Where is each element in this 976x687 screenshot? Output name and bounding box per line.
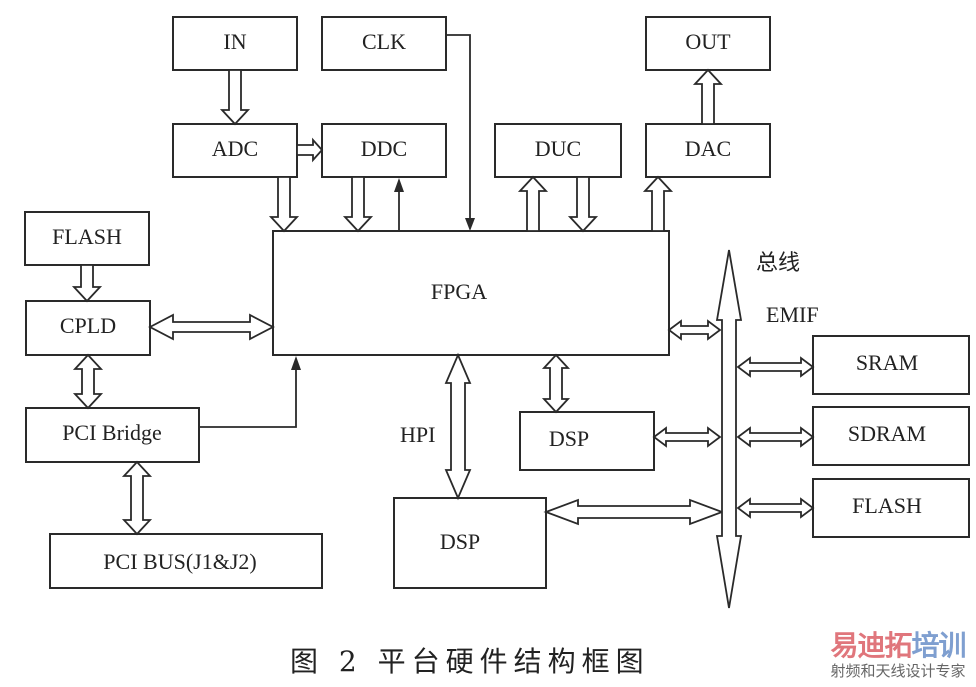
block-sdram-label: SDRAM	[848, 421, 926, 446]
block-in-label: IN	[223, 29, 246, 54]
arrow-cpld-fpga	[148, 313, 275, 341]
arrow-adc-to-fpga	[268, 176, 300, 233]
arrow-emif-sdram	[736, 426, 815, 448]
arrow-fpga-emif	[667, 319, 722, 341]
block-pci-bus: PCI BUS(J1&J2)	[49, 533, 323, 589]
block-flash-left-label: FLASH	[52, 224, 122, 249]
watermark-brand: 易迪拓培训	[820, 630, 976, 662]
block-sram: SRAM	[812, 335, 970, 395]
block-ddc: DDC	[321, 123, 447, 178]
block-out-label: OUT	[685, 29, 731, 54]
block-clk: CLK	[321, 16, 447, 71]
block-cpld: CPLD	[25, 300, 151, 356]
emif-bus	[715, 249, 743, 609]
block-adc-label: ADC	[212, 136, 258, 161]
block-fpga: FPGA	[272, 230, 670, 356]
block-flash-right: FLASH	[812, 478, 970, 538]
block-duc: DUC	[494, 123, 622, 178]
block-dac-label: DAC	[685, 136, 731, 161]
block-pci-bus-label: PCI BUS(J1&J2)	[103, 549, 256, 574]
arrow-fpga-dsp-small	[541, 353, 571, 414]
block-dsp-large: DSP	[393, 497, 547, 589]
block-cpld-label: CPLD	[60, 313, 116, 338]
block-duc-label: DUC	[535, 136, 581, 161]
block-adc: ADC	[172, 123, 298, 178]
block-out: OUT	[645, 16, 771, 71]
block-flash-right-label: FLASH	[852, 493, 922, 518]
block-flash-left: FLASH	[24, 211, 150, 266]
arrow-fpga-dsp-large-hpi	[444, 352, 472, 501]
arrow-ddc-to-fpga	[342, 176, 374, 233]
pci-bridge-to-fpga-line	[199, 356, 301, 428]
watermark-brand-part-2: 培训	[911, 629, 967, 662]
block-dsp-small-label: DSP	[549, 426, 589, 451]
block-sram-label: SRAM	[856, 350, 918, 375]
hpi-label: HPI	[400, 422, 435, 447]
block-fpga-label: FPGA	[431, 279, 487, 304]
bus-label-cn: 总线	[756, 250, 800, 275]
emif-label: EMIF	[766, 302, 819, 327]
block-in: IN	[172, 16, 298, 71]
arrow-dsp-small-emif	[652, 426, 722, 448]
arrow-emif-sram	[736, 356, 815, 378]
figure-caption: 图 2 平台硬件结构框图	[290, 645, 650, 678]
block-dsp-small: DSP	[519, 411, 655, 471]
arrow-duc-to-fpga	[567, 176, 599, 233]
watermark-tagline: 射频和天线设计专家	[830, 662, 966, 680]
arrow-pci-bridge-pci-bus	[121, 460, 153, 536]
block-dac: DAC	[645, 123, 771, 178]
block-ddc-label: DDC	[361, 136, 407, 161]
arrow-dsp-large-emif	[543, 498, 725, 526]
block-pci-bridge: PCI Bridge	[25, 407, 200, 463]
block-sdram: SDRAM	[812, 406, 970, 466]
block-pci-bridge-label: PCI Bridge	[62, 420, 162, 445]
watermark: 易迪拓培训 射频和天线设计专家	[820, 630, 976, 681]
arrow-flash-to-cpld	[71, 264, 103, 303]
arrow-cpld-pci-bridge	[72, 353, 104, 410]
arrow-emif-flash	[736, 497, 815, 519]
block-dsp-large-label: DSP	[440, 529, 480, 554]
fpga-to-ddc-line	[394, 178, 404, 231]
block-clk-label: CLK	[362, 29, 406, 54]
arrow-fpga-to-duc	[517, 175, 549, 232]
arrow-fpga-to-dac	[642, 175, 674, 232]
arrow-in-to-adc	[219, 69, 251, 126]
clk-to-fpga-line	[446, 34, 475, 231]
arrow-adc-to-ddc	[296, 137, 324, 163]
watermark-brand-part-1: 易迪拓	[830, 629, 912, 662]
arrow-dac-to-out	[692, 68, 724, 125]
